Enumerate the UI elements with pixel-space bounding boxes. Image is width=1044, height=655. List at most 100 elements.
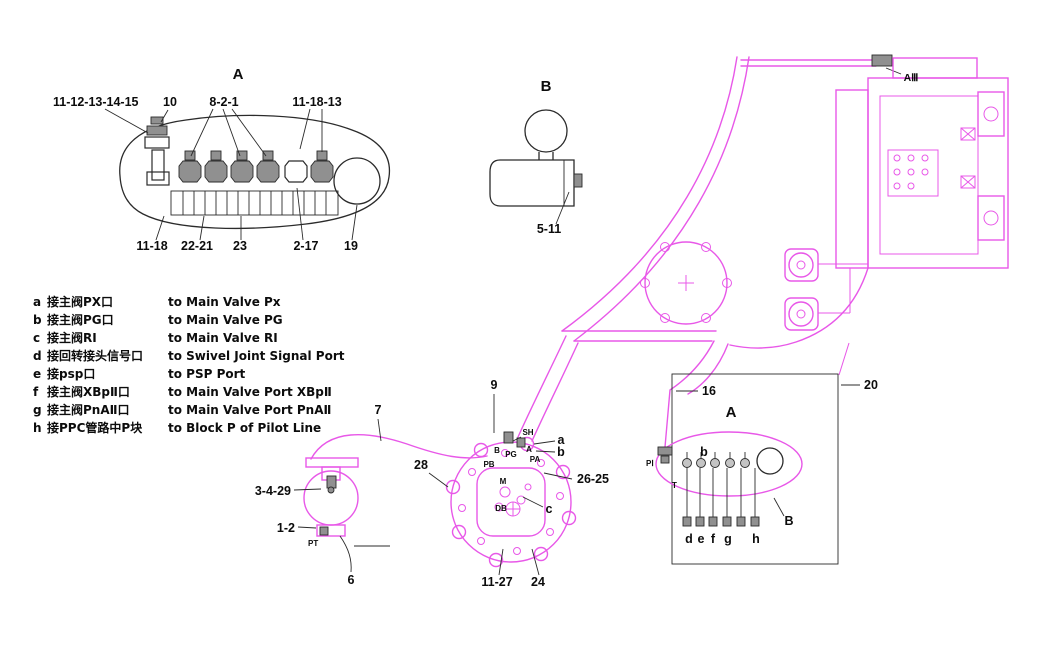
callout-11-12-13-14-15: 11-12-13-14-15 xyxy=(53,95,139,109)
side-fitting xyxy=(573,173,583,188)
hex-plug-outline xyxy=(284,160,308,183)
port-ref-c: c xyxy=(546,502,553,516)
callout-23: 23 xyxy=(233,239,247,253)
end-cap-circle xyxy=(756,447,784,475)
leader-lines xyxy=(676,384,860,517)
view-b-title: B xyxy=(541,78,552,95)
legend-key: a xyxy=(33,295,41,309)
callout-5-11: 5-11 xyxy=(537,222,561,236)
swivel-flange xyxy=(445,431,577,568)
view-a-bottom-title: A xyxy=(726,404,737,421)
callout-11-27: 11-27 xyxy=(481,575,512,589)
legend-key: g xyxy=(33,403,42,417)
port-label-aiii: AⅢ xyxy=(904,72,919,84)
callout-11-18-13: 11-18-13 xyxy=(292,95,341,109)
callout-11-18: 11-18 xyxy=(136,239,167,253)
legend-cn: 接psp口 xyxy=(47,366,95,381)
center-assembly: 9 7 28 3-4-29 1-2 6 11-27 24 26-25 SH a … xyxy=(255,335,609,589)
pipe-7-run xyxy=(310,434,488,460)
legend-en: to PSP Port xyxy=(168,367,246,381)
legend-key: b xyxy=(33,313,42,327)
legend-en: to Main Valve Px xyxy=(168,295,281,309)
legend: a 接主阀PX口 to Main Valve Px b 接主阀PG口 to Ma… xyxy=(33,294,345,435)
port-fittings-row xyxy=(682,452,750,468)
view-a-bottom-outline xyxy=(655,431,803,497)
port-ref-d: d xyxy=(685,532,693,546)
pilot-pump xyxy=(303,457,359,537)
view-a-top-outline xyxy=(119,114,391,230)
pipe-down-left xyxy=(517,335,567,438)
legend-en: to Main Valve PG xyxy=(168,313,283,327)
port-ref-a: a xyxy=(558,433,566,447)
port-ref-g: g xyxy=(724,532,732,546)
fitting-stack-left xyxy=(144,116,170,186)
inlet-fitting xyxy=(657,446,673,464)
port-label-m: M xyxy=(500,477,507,486)
callout-2-17: 2-17 xyxy=(293,239,318,253)
callout-1-2: 1-2 xyxy=(277,521,295,535)
port-ref-b: b xyxy=(700,445,708,459)
port-comb xyxy=(170,190,339,216)
hex-fitting xyxy=(256,150,280,183)
hex-fittings-row xyxy=(178,150,334,183)
leader-lines xyxy=(104,108,358,241)
legend-cn: 接主阀PG口 xyxy=(47,312,114,327)
callout-22-21: 22-21 xyxy=(181,239,213,253)
callout-28: 28 xyxy=(414,458,428,472)
legend-en: to Main Valve Port XBpⅡ xyxy=(168,385,332,399)
port-label-pa: PA xyxy=(530,455,541,464)
gauge-circle xyxy=(524,109,568,153)
legend-en: to Swivel Joint Signal Port xyxy=(168,349,345,363)
port-label-a: A xyxy=(526,445,532,454)
end-cap-circle xyxy=(333,157,381,205)
legend-en: to Main Valve Port PnAⅡ xyxy=(168,403,331,417)
pump-ports xyxy=(784,248,868,331)
legend-en: to Main Valve RⅠ xyxy=(168,331,278,345)
port-label-sh: SH xyxy=(522,428,533,437)
callout-6: 6 xyxy=(348,573,355,587)
hex-fitting xyxy=(310,150,334,183)
main-pump-assembly: AⅢ xyxy=(561,54,1009,448)
view-a-bottom: 16 20 A b PⅠ T d e f g h B xyxy=(646,373,878,565)
port-label-pi: PⅠ xyxy=(646,459,654,468)
view-b-body xyxy=(489,159,575,207)
pump-block xyxy=(729,57,1009,349)
callout-7: 7 xyxy=(375,403,382,417)
port-ref-h: h xyxy=(752,532,760,546)
hex-fitting xyxy=(230,150,254,183)
port-label-db: DB xyxy=(495,504,507,513)
legend-key: f xyxy=(33,385,39,399)
legend-key: e xyxy=(33,367,41,381)
legend-key: d xyxy=(33,349,42,363)
port-ref-f: f xyxy=(711,532,716,546)
subassembly-box xyxy=(671,373,839,565)
view-a-top: A 11-12-13-14-15 10 8-2-1 11-18-13 11-18… xyxy=(53,66,391,253)
port-ref-B: B xyxy=(784,514,793,528)
pipe-16-run xyxy=(664,340,715,448)
callout-24: 24 xyxy=(531,575,545,589)
legend-key: h xyxy=(33,421,42,435)
callout-16: 16 xyxy=(702,384,716,398)
aiii-fitting xyxy=(871,54,893,67)
leader-lines xyxy=(293,394,573,576)
port-label-b: B xyxy=(494,446,500,455)
callout-20: 20 xyxy=(864,378,878,392)
port-label-t: T xyxy=(672,481,677,490)
legend-key: c xyxy=(33,331,40,345)
hex-fitting xyxy=(178,150,202,183)
callout-26-25: 26-25 xyxy=(577,472,609,486)
legend-cn: 接主阀XBpⅡ口 xyxy=(47,384,130,399)
port-label-pb: PB xyxy=(483,460,494,469)
mount-flange xyxy=(640,241,732,325)
legend-cn: 接回转接头信号口 xyxy=(47,348,143,363)
hex-fitting xyxy=(204,150,228,183)
port-ref-e: e xyxy=(698,532,705,546)
callout-3-4-29: 3-4-29 xyxy=(255,484,291,498)
view-a-top-title: A xyxy=(233,66,244,83)
callout-10: 10 xyxy=(163,95,177,109)
port-ref-b: b xyxy=(557,445,565,459)
legend-cn: 接主阀PX口 xyxy=(47,294,113,309)
port-label-pt: PT xyxy=(308,539,318,548)
